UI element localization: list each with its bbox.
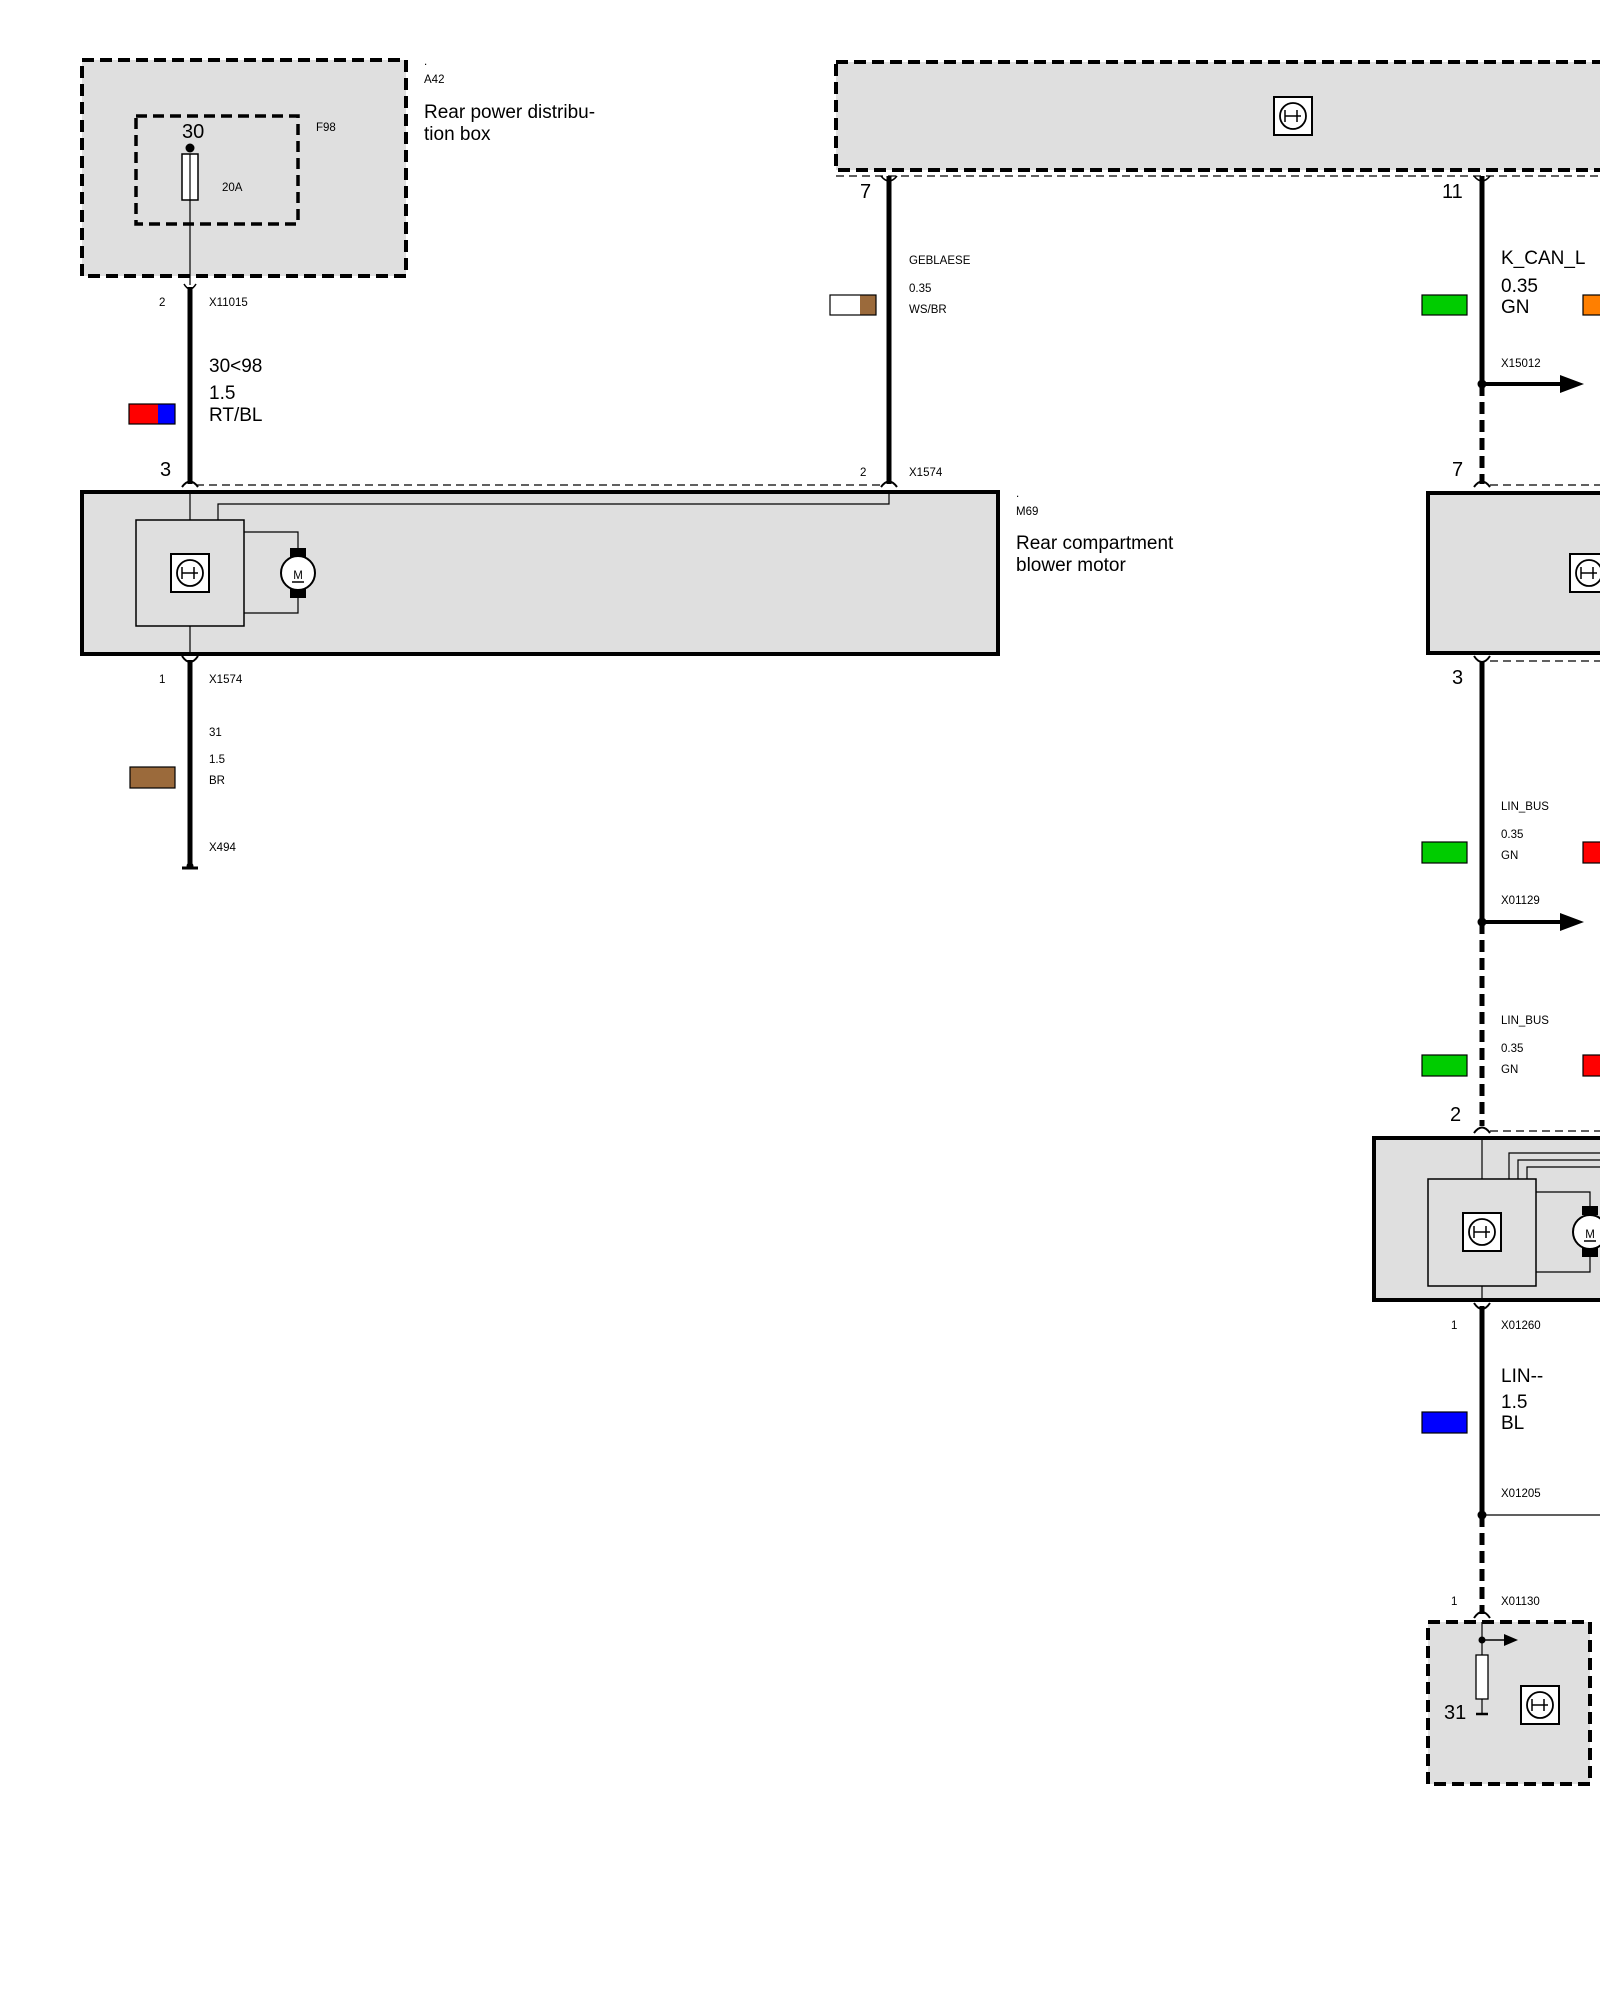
wire-31-color: BR xyxy=(209,775,225,787)
m69-control-icon xyxy=(170,553,210,593)
kcan-splice-arrow[interactable] xyxy=(1477,375,1585,393)
wire-30-pin-top: 2 xyxy=(159,297,165,309)
right-pin2-mark xyxy=(1473,1126,1491,1134)
m69-id: M69 xyxy=(1016,506,1038,518)
right-control-unit-icon xyxy=(1569,553,1600,593)
right-motor-icon xyxy=(1572,1206,1600,1257)
m69-pin3-mark xyxy=(181,480,199,488)
kcan-size: 0.35 xyxy=(1501,276,1538,297)
wire-30-color-swatch xyxy=(128,403,176,425)
connector-x01260: X01260 xyxy=(1501,1320,1541,1332)
m69-rear-compartment-blower-motor[interactable] xyxy=(80,490,1000,656)
m69-pin2-mark xyxy=(880,480,898,488)
m69-title-line2: blower motor xyxy=(1016,555,1126,576)
lin1-connector: X01129 xyxy=(1501,895,1540,907)
lin2-color-swatch-2 xyxy=(1582,1054,1600,1077)
lin-minus-size: 1.5 xyxy=(1501,1392,1527,1413)
wire-31-color-swatch xyxy=(129,766,176,789)
wire-31-pin: 1 xyxy=(159,674,165,686)
right-pin-1-b: 1 xyxy=(1451,1596,1457,1608)
m69-dot: . xyxy=(1016,488,1019,500)
kcan-name: K_CAN_L xyxy=(1501,248,1586,269)
a42-id: A42 xyxy=(424,74,444,86)
kcan-color-swatch xyxy=(1421,294,1468,316)
right-motor-control-icon xyxy=(1462,1212,1502,1252)
wire-31-connector: X1574 xyxy=(209,674,243,686)
kcan-color: GN xyxy=(1501,297,1530,318)
ground-x494-symbol xyxy=(182,862,198,870)
wire-30-size: 1.5 xyxy=(209,383,235,404)
geblaese-color-swatch xyxy=(829,294,877,316)
wire-30-color: RT/BL xyxy=(209,405,263,426)
wire-30-pin-bottom: 3 xyxy=(160,459,171,481)
lin2-size: 0.35 xyxy=(1501,1043,1523,1055)
geblaese-size: 0.35 xyxy=(909,283,931,295)
wire-31-size: 1.5 xyxy=(209,754,225,766)
sensor-control-icon xyxy=(1520,1685,1560,1725)
wire-31-name: 31 xyxy=(209,727,222,739)
x01130-mark xyxy=(1473,1611,1491,1619)
m69-motor-letter: M xyxy=(293,570,303,582)
a42-title-line2: tion box xyxy=(424,124,491,145)
lin1-color-swatch-2 xyxy=(1582,841,1600,864)
lin2-color: GN xyxy=(1501,1064,1518,1076)
lin1-splice-arrow[interactable] xyxy=(1477,913,1585,931)
m69-title-line1: Rear compartment xyxy=(1016,533,1174,554)
connector-x01130: X01130 xyxy=(1501,1596,1540,1608)
a42-dot: . xyxy=(424,56,427,68)
lin2-color-swatch xyxy=(1421,1054,1468,1077)
lin-minus-color: BL xyxy=(1501,1413,1524,1434)
right-pin-11: 11 xyxy=(1442,181,1463,203)
wire-30-name: 30<98 xyxy=(209,356,262,377)
fuse-terminal-30: 30 xyxy=(182,121,204,143)
x01205-splice[interactable] xyxy=(1477,1510,1600,1520)
right-pin-2: 2 xyxy=(1450,1104,1461,1126)
lin-minus-name: LIN-- xyxy=(1501,1366,1543,1387)
fuse-rating: 20A xyxy=(222,182,243,194)
m69-motor-icon xyxy=(280,548,316,598)
lin2-name: LIN_BUS xyxy=(1501,1015,1549,1027)
ground-x494: X494 xyxy=(209,842,236,854)
fuse-id-f98: F98 xyxy=(316,122,336,134)
geblaese-pin-top: 7 xyxy=(860,181,871,203)
right-pin3-mark xyxy=(1473,655,1491,663)
kcan-color-swatch-2 xyxy=(1582,294,1600,316)
lin1-name: LIN_BUS xyxy=(1501,801,1549,813)
right-pin-1-a: 1 xyxy=(1451,1320,1457,1332)
kcan-connector: X15012 xyxy=(1501,358,1541,370)
right-pin-7: 7 xyxy=(1452,459,1463,481)
geblaese-connector-bottom: X1574 xyxy=(909,467,943,479)
geblaese-name: GEBLAESE xyxy=(909,255,971,267)
geblaese-pin-bottom: 2 xyxy=(860,467,866,479)
lin1-size: 0.35 xyxy=(1501,829,1523,841)
bottom-sensor-unit[interactable] xyxy=(1426,1620,1592,1786)
a42-title-line1: Rear power distribu- xyxy=(424,102,595,123)
geblaese-color: WS/BR xyxy=(909,304,947,316)
right-pin7-mark xyxy=(1473,480,1491,488)
lin1-color-swatch xyxy=(1421,841,1468,864)
connector-x01205: X01205 xyxy=(1501,1488,1541,1500)
ground-terminal-31: 31 xyxy=(1444,1702,1466,1724)
lin1-color: GN xyxy=(1501,850,1518,862)
wire-30-connector-top: X11015 xyxy=(209,297,248,309)
right-motor-letter: M xyxy=(1585,1229,1595,1241)
a42-rear-power-distribution-box[interactable] xyxy=(80,58,408,278)
fuse-terminal-dot xyxy=(185,143,195,153)
control-unit-icon xyxy=(1273,96,1313,136)
lin-minus-color-swatch xyxy=(1421,1411,1468,1434)
top-control-unit[interactable] xyxy=(834,60,1600,177)
right-pin-3: 3 xyxy=(1452,667,1463,689)
